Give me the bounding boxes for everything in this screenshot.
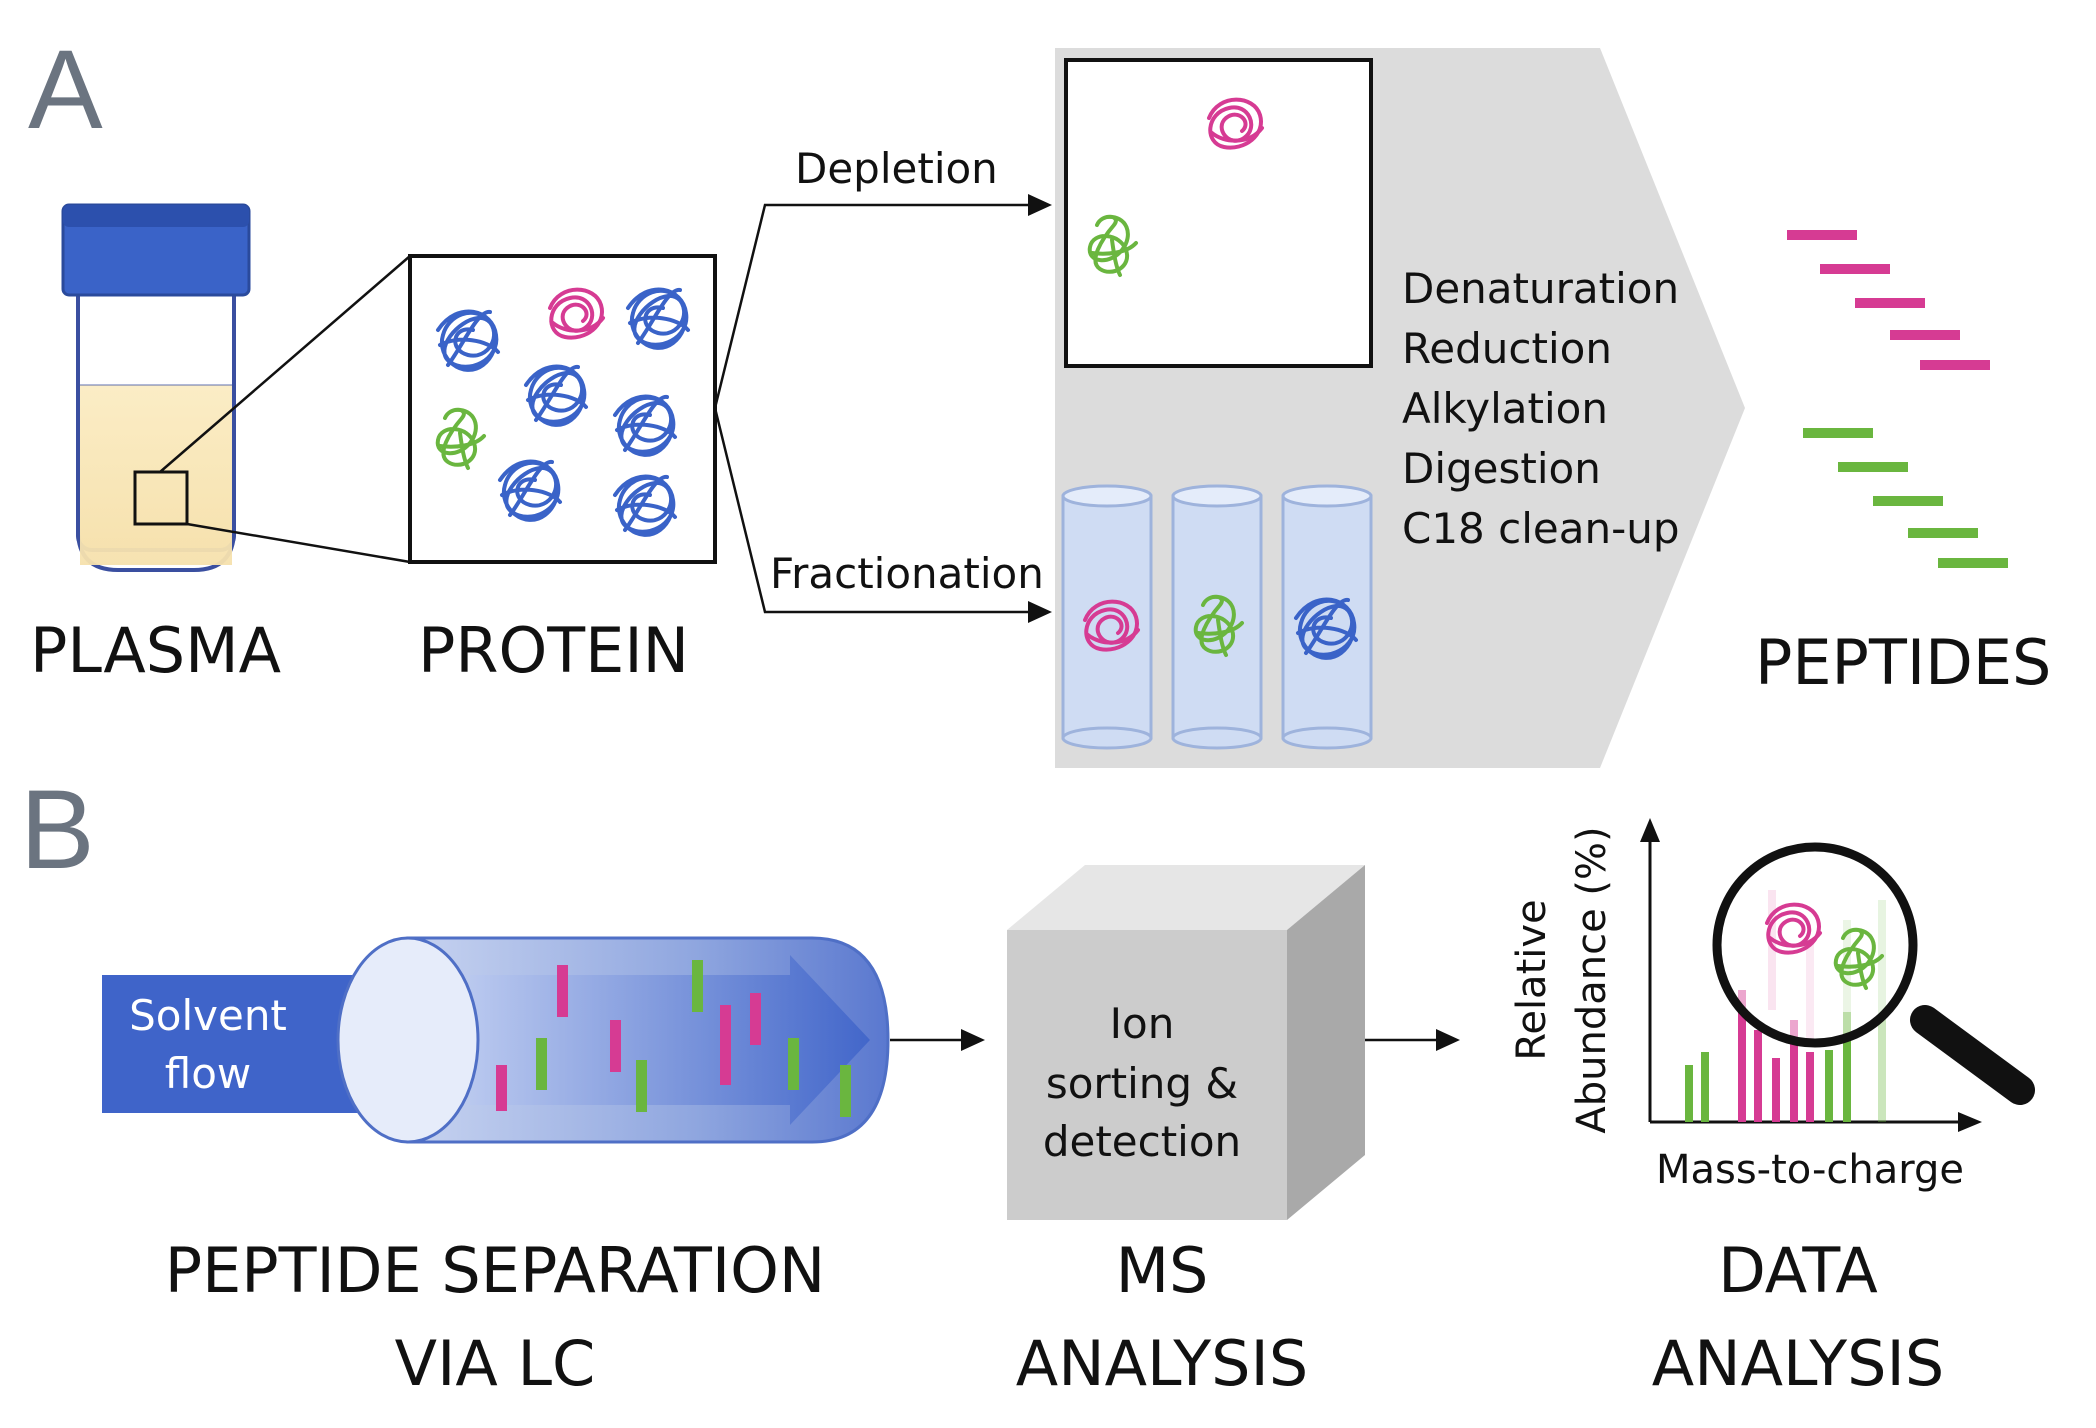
depletion-arrow — [713, 203, 1040, 409]
zoom-line-top — [159, 255, 411, 473]
column-cylinder-icon — [1281, 484, 1373, 750]
plot-ylabel-line2: Abundance (%) — [1569, 826, 1615, 1133]
panel-b-letter: B — [20, 767, 95, 892]
solvent-flow-block — [102, 975, 372, 1113]
stage3-line1: DATA — [1718, 1234, 1878, 1307]
plot-ylabel-line1: Relative — [1509, 899, 1555, 1060]
peptides-label: PEPTIDES — [1755, 626, 2051, 699]
protein-label: PROTEIN — [418, 614, 689, 687]
step-reduction: Reduction — [1402, 324, 1612, 373]
ms-box-line3: detection — [1043, 1117, 1241, 1166]
fractionation-label: Fractionation — [770, 549, 1044, 598]
ms-cube-icon — [1007, 865, 1365, 1220]
stage2-line2: ANALYSIS — [1016, 1327, 1308, 1400]
plot-xlabel: Mass-to-charge — [1656, 1147, 1964, 1193]
step-c18-cleanup: C18 clean-up — [1402, 504, 1680, 553]
stage1-line2: VIA LC — [395, 1327, 596, 1400]
fractionation-arrow — [713, 407, 1040, 614]
protein-box — [408, 254, 717, 564]
plasma-tube-icon — [61, 203, 251, 572]
ms-box-line2: sorting & — [1046, 1059, 1238, 1108]
processing-steps: Denaturation Reduction Alkylation Digest… — [1402, 264, 1680, 553]
plasma-label: PLASMA — [30, 614, 281, 687]
step-denaturation: Denaturation — [1402, 264, 1679, 313]
step-alkylation: Alkylation — [1402, 384, 1608, 433]
column-cylinder-icon — [1171, 484, 1263, 750]
ms-box-line1: Ion — [1110, 999, 1175, 1048]
solvent-label-line2: flow — [165, 1049, 252, 1098]
stage1-line1: PEPTIDE SEPARATION — [165, 1234, 826, 1307]
solvent-label-line1: Solvent — [129, 991, 287, 1040]
column-cylinder-icon — [1061, 484, 1153, 750]
peptide-fragments — [1787, 230, 2008, 568]
step-digestion: Digestion — [1402, 444, 1601, 493]
panel-a-letter: A — [28, 27, 103, 152]
depleted-sample-box — [1064, 58, 1373, 368]
stage2-line1: MS — [1116, 1234, 1209, 1307]
depletion-label: Depletion — [795, 144, 998, 193]
magnifier-icon — [1712, 842, 2035, 1105]
lc-column-icon — [336, 936, 890, 1144]
stage3-line2: ANALYSIS — [1652, 1327, 1944, 1400]
zoom-line-bottom — [186, 522, 411, 564]
